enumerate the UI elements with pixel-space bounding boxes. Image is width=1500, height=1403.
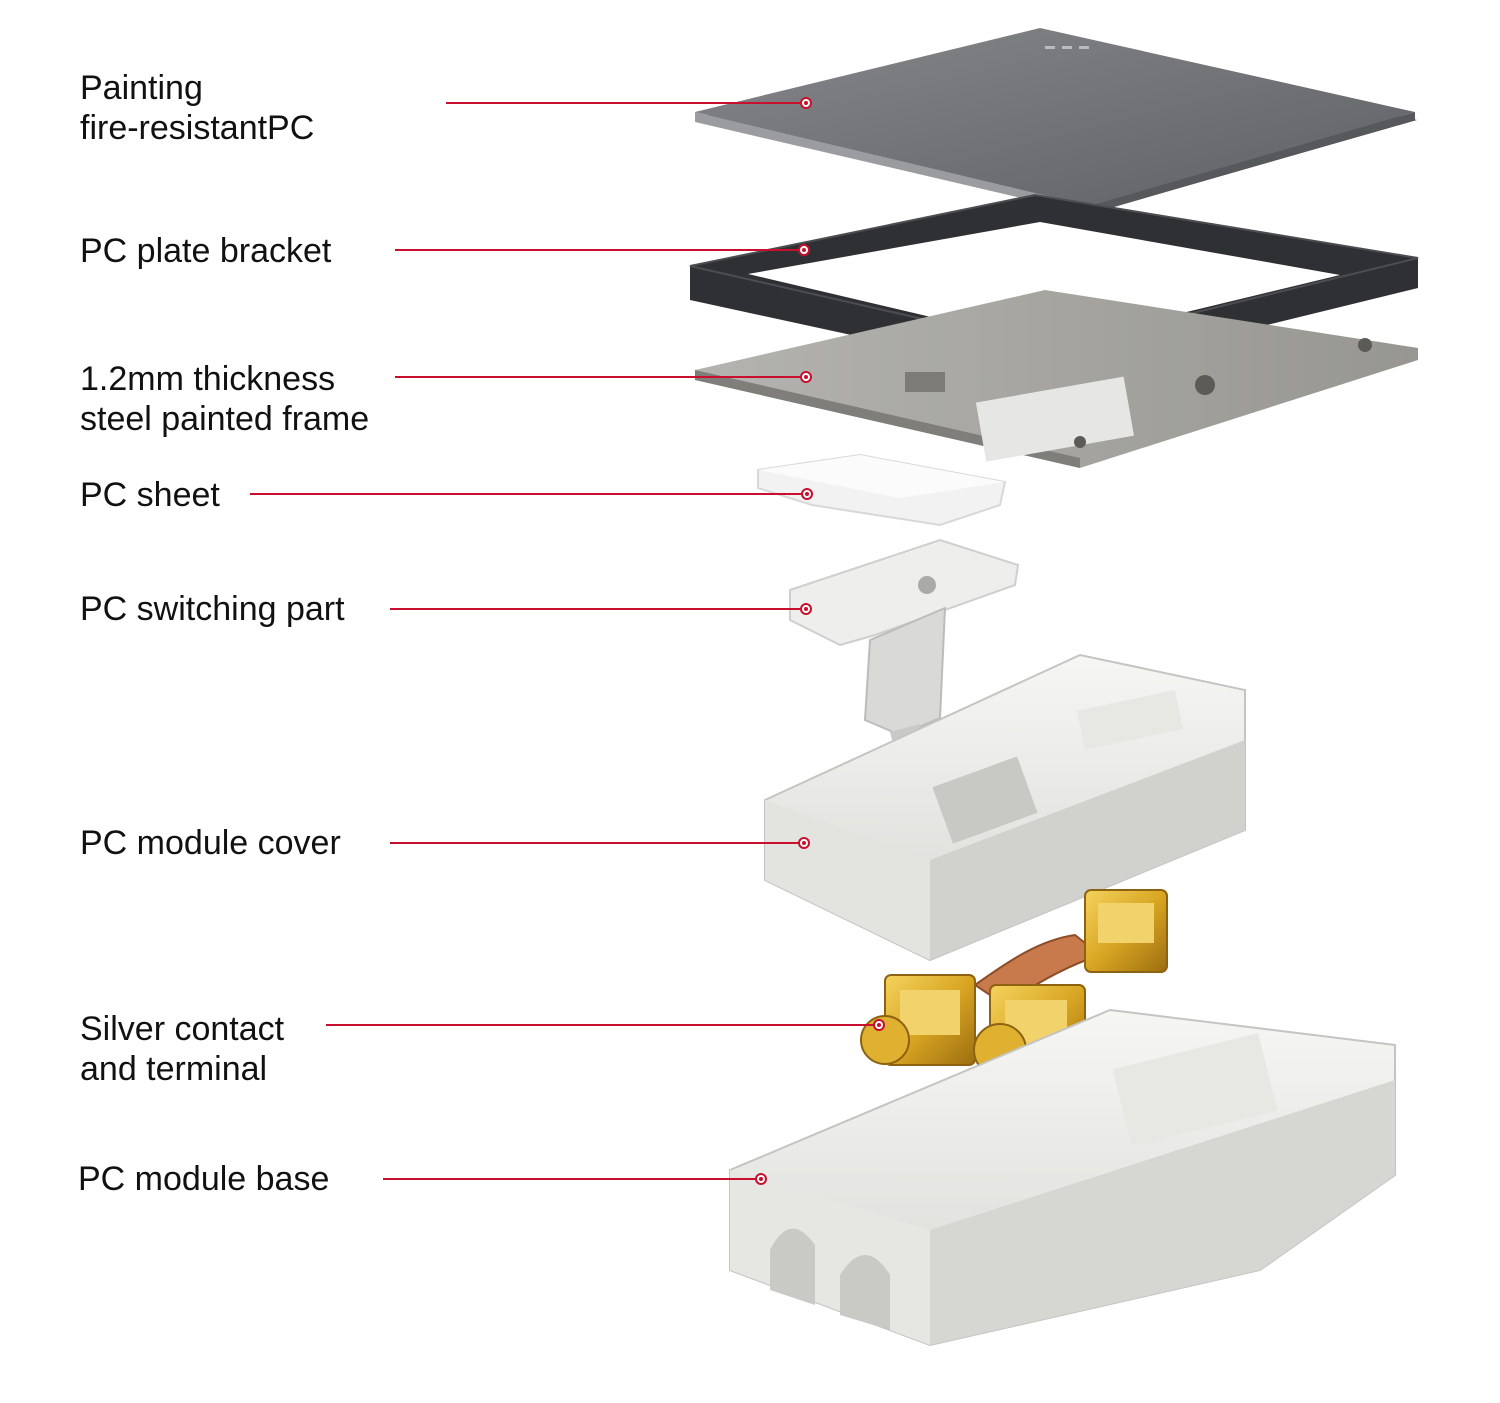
- label-pc-sheet: PC sheet: [80, 476, 220, 514]
- leader-line-module-base: [383, 1178, 757, 1180]
- label-module-base: PC module base: [78, 1160, 330, 1198]
- callout-dot-plate-bracket: [798, 244, 810, 256]
- pc-sheet-icon: [757, 453, 1007, 527]
- label-plate-bracket: PC plate bracket: [80, 232, 332, 270]
- callout-dot-switching-part: [800, 603, 812, 615]
- callout-dot-pc-sheet: [801, 488, 813, 500]
- module-base-icon: [729, 1008, 1396, 1347]
- leader-line-plate-bracket: [395, 249, 800, 251]
- leader-line-contact-terminal: [326, 1024, 875, 1026]
- leader-line-module-cover: [390, 842, 800, 844]
- label-module-cover: PC module cover: [80, 824, 341, 862]
- callout-dot-module-cover: [798, 837, 810, 849]
- leader-line-switching-part: [390, 608, 802, 610]
- callout-dot-cover-plate: [800, 97, 812, 109]
- callout-dot-contact-terminal: [873, 1019, 885, 1031]
- steel-frame-icon: [695, 290, 1418, 468]
- callout-dot-steel-frame: [800, 371, 812, 383]
- label-switching-part: PC switching part: [80, 590, 345, 628]
- leader-line-pc-sheet: [250, 493, 803, 495]
- callout-dot-module-base: [755, 1173, 767, 1185]
- leader-line-cover-plate: [446, 102, 802, 104]
- cover-plate-icon: [695, 28, 1417, 214]
- leader-line-steel-frame: [395, 376, 802, 378]
- module-cover-icon: [764, 653, 1246, 962]
